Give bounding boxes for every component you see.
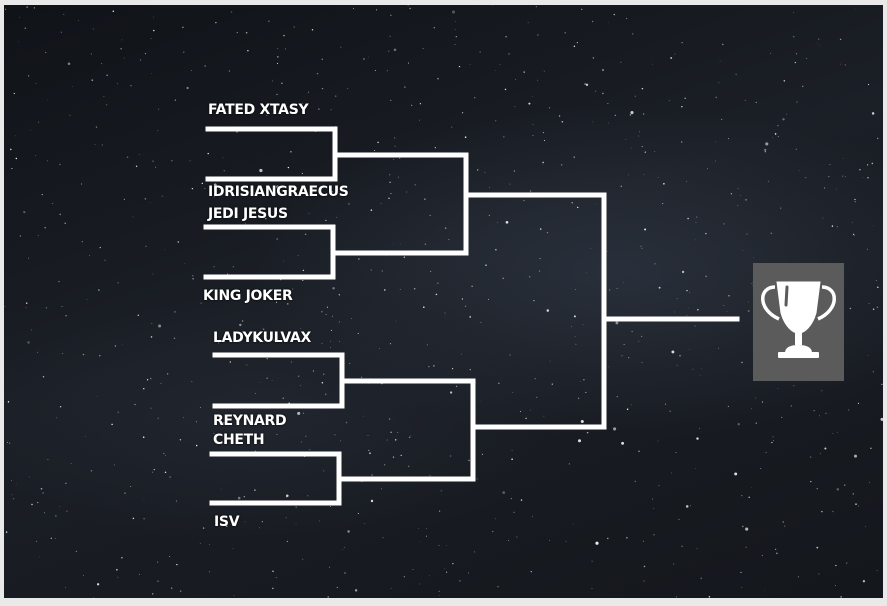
final-line bbox=[466, 192, 607, 430]
player-2-name: IDRISIANGRAECUS bbox=[208, 184, 349, 200]
player-4-name: KING JOKER bbox=[203, 288, 293, 304]
player-8-name: ISV bbox=[214, 514, 240, 530]
semifinal-line-2 bbox=[339, 378, 476, 482]
match-line-4 bbox=[209, 451, 342, 506]
winner-trophy-box bbox=[753, 263, 844, 381]
player-3-name: JEDI JESUS bbox=[208, 206, 288, 222]
match-line-1 bbox=[205, 126, 338, 182]
bracket-canvas: FATED XTASY IDRISIANGRAECUS JEDI JESUS K… bbox=[4, 5, 883, 598]
player-5-name: LADYKULVAX bbox=[213, 330, 311, 346]
player-6-name: REYNARD bbox=[213, 413, 287, 429]
match-line-2 bbox=[203, 224, 336, 280]
bracket-lines bbox=[203, 126, 740, 506]
player-1-name: FATED XTASY bbox=[208, 102, 309, 118]
match-line-3 bbox=[212, 352, 345, 409]
trophy-icon bbox=[761, 281, 836, 358]
player-7-name: CHETH bbox=[213, 432, 265, 448]
semifinal-line-1 bbox=[335, 152, 469, 256]
